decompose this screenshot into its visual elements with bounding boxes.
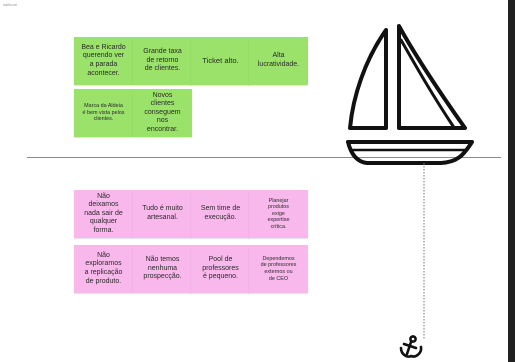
sticky-note-pink[interactable]: Não temos nenhuma prospecção.: [133, 245, 192, 293]
sticky-note-green[interactable]: Marca da Aldeia é bem vista pelos client…: [74, 89, 133, 137]
water-line: [27, 157, 501, 158]
window-edge: [508, 0, 515, 362]
board-title: sailboat: [3, 2, 17, 7]
sticky-note-pink[interactable]: Pool de professores é pequeno.: [191, 245, 250, 293]
sailboat-icon: [346, 24, 474, 165]
sticky-note-green[interactable]: Ticket alto.: [191, 37, 250, 85]
sticky-note-green[interactable]: Alta lucratividade.: [249, 37, 308, 85]
sticky-note-pink[interactable]: Tudo é muito artesanal.: [133, 190, 192, 238]
sticky-note-pink[interactable]: Dependemos de professores externos ou de…: [249, 245, 308, 293]
anchor-icon: [399, 335, 423, 358]
sticky-note-green[interactable]: Bea e Ricardo querendo ver a parada acon…: [74, 37, 133, 85]
sticky-note-pink[interactable]: Não deixamos nada sair de qualquer forma…: [74, 190, 133, 238]
sticky-note-pink[interactable]: Não exploramos a replicação de produto.: [74, 245, 133, 293]
anchor-rope: [423, 163, 425, 339]
sticky-note-green[interactable]: Novos clientes conseguem nos encontrar.: [133, 89, 192, 137]
sticky-note-pink[interactable]: Planejar produtos exige expertise crític…: [249, 190, 308, 238]
sticky-note-green[interactable]: Grande taxa de retorno de clientes.: [133, 37, 192, 85]
sticky-note-pink[interactable]: Sem time de execução.: [191, 190, 250, 238]
